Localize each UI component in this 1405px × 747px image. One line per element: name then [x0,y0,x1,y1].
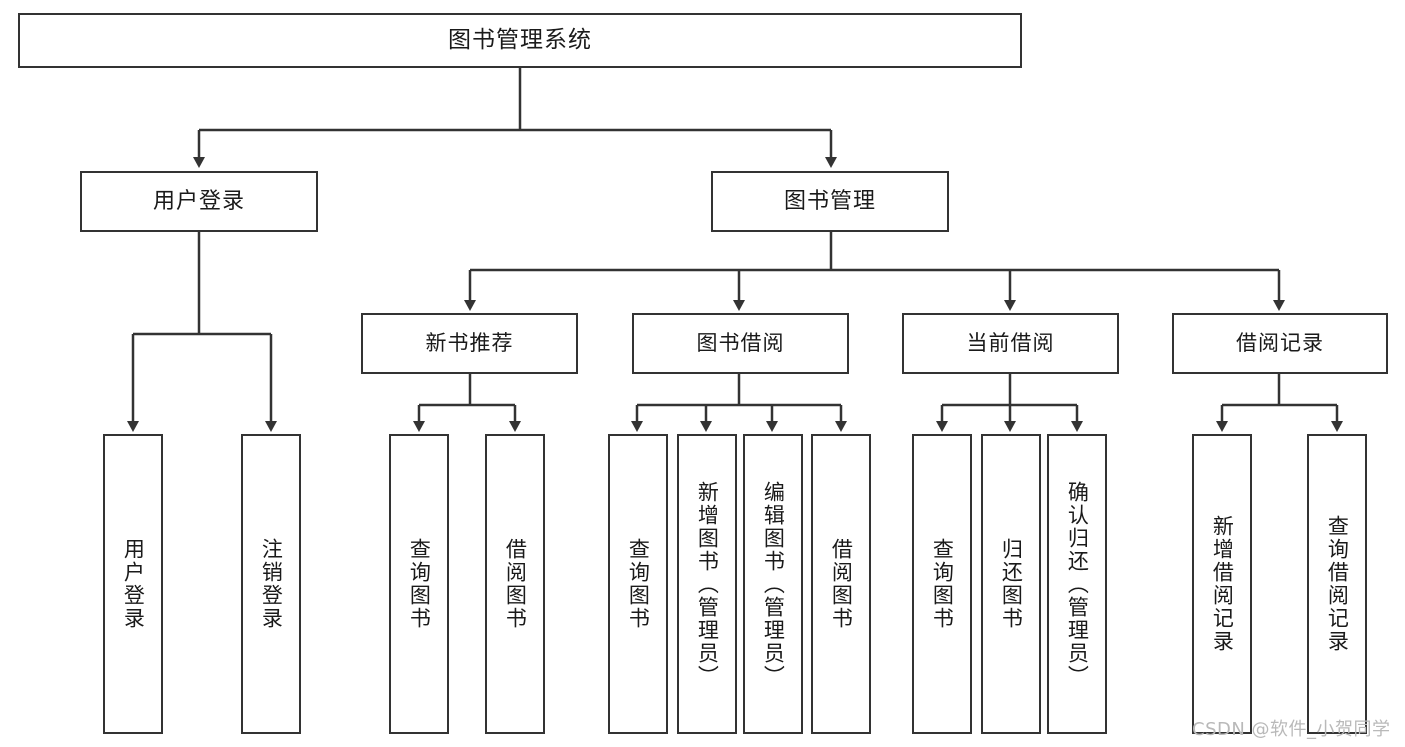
leaf-book-borrow-borrow[interactable]: 借阅图书 [811,434,871,734]
node-label: 查询图书 [407,538,432,630]
node-user-login[interactable]: 用户登录 [80,171,318,232]
node-label: 用户登录 [152,188,245,214]
node-label: 归还图书 [999,538,1024,630]
node-label: 新增图书（管理员） [695,480,720,688]
leaf-current-borrow-return[interactable]: 归还图书 [981,434,1041,734]
leaf-new-book-query[interactable]: 查询图书 [389,434,449,734]
node-current-borrow[interactable]: 当前借阅 [902,313,1119,374]
node-label: 编辑图书（管理员） [761,480,786,688]
node-borrow-record[interactable]: 借阅记录 [1172,313,1388,374]
leaf-book-borrow-query[interactable]: 查询图书 [608,434,668,734]
leaf-new-book-borrow[interactable]: 借阅图书 [485,434,545,734]
leaf-borrow-record-add[interactable]: 新增借阅记录 [1192,434,1252,734]
node-label: 新书推荐 [425,331,514,356]
node-label: 图书管理系统 [448,27,592,54]
node-root-system[interactable]: 图书管理系统 [18,13,1022,68]
node-label: 用户登录 [121,538,146,630]
node-label: 借阅记录 [1236,331,1324,356]
node-label: 查询图书 [626,538,651,630]
leaf-book-borrow-add[interactable]: 新增图书（管理员） [677,434,737,734]
watermark-text: CSDN @软件_小贺同学 [1192,719,1391,740]
node-label: 查询借阅记录 [1325,515,1350,653]
leaf-current-borrow-confirm-return[interactable]: 确认归还（管理员） [1047,434,1107,734]
node-book-borrow[interactable]: 图书借阅 [632,313,849,374]
leaf-book-borrow-edit[interactable]: 编辑图书（管理员） [743,434,803,734]
node-label: 图书管理 [783,188,876,214]
node-label: 新增借阅记录 [1210,515,1235,653]
leaf-user-login-logout[interactable]: 注销登录 [241,434,301,734]
node-label: 当前借阅 [966,331,1055,356]
node-label: 借阅图书 [829,538,854,630]
node-label: 查询图书 [930,538,955,630]
leaf-current-borrow-query[interactable]: 查询图书 [912,434,972,734]
node-label: 注销登录 [259,538,284,630]
leaf-user-login-login[interactable]: 用户登录 [103,434,163,734]
node-book-management[interactable]: 图书管理 [711,171,949,232]
node-label: 图书借阅 [696,331,785,356]
node-label: 借阅图书 [503,538,528,630]
node-label: 确认归还（管理员） [1065,480,1090,688]
node-new-book-recommend[interactable]: 新书推荐 [361,313,578,374]
leaf-borrow-record-query[interactable]: 查询借阅记录 [1307,434,1367,734]
